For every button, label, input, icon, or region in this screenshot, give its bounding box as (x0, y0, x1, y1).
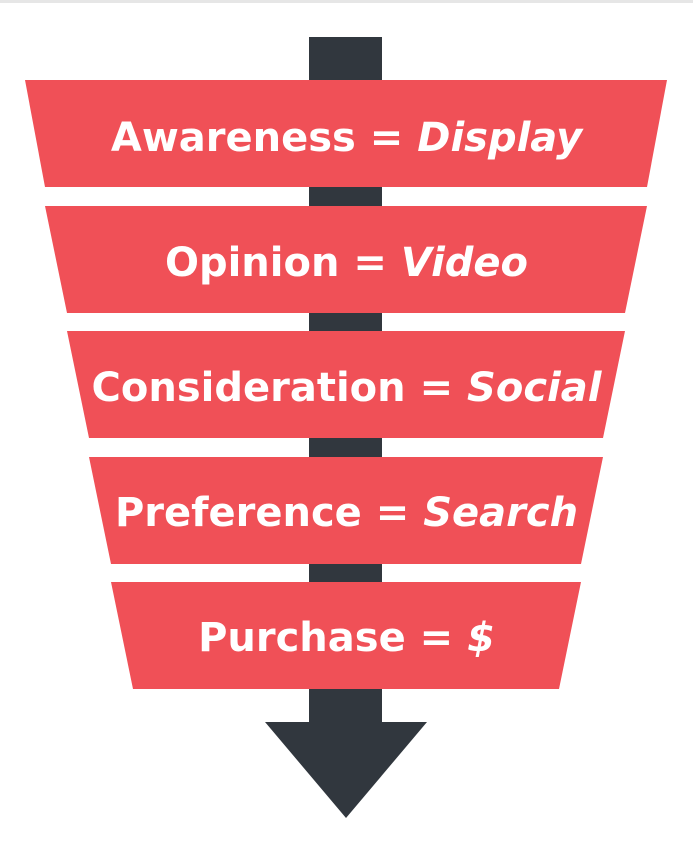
stage-term: Awareness (110, 115, 356, 161)
arrow-head (265, 722, 427, 818)
funnel-band-awareness (25, 80, 667, 187)
stage-term: Purchase (198, 615, 406, 661)
stage-label-preference: Preference = Search (0, 493, 693, 533)
stage-channel: Video (400, 240, 529, 286)
stage-channel: $ (467, 615, 495, 661)
stage-term: Consideration (91, 365, 406, 411)
equals-sign: = (375, 490, 410, 536)
funnel-band-purchase (111, 582, 581, 689)
stage-label-consideration: Consideration = Social (0, 368, 693, 408)
stage-term: Preference (114, 490, 362, 536)
stage-channel: Display (417, 115, 583, 161)
top-divider (0, 0, 693, 3)
stage-label-opinion: Opinion = Video (0, 243, 693, 283)
equals-sign: = (419, 365, 454, 411)
stage-term: Opinion (164, 240, 340, 286)
stage-label-purchase: Purchase = $ (0, 618, 693, 658)
funnel-band-consideration (67, 331, 625, 438)
stage-channel: Search (423, 490, 579, 536)
equals-sign: = (369, 115, 404, 161)
stage-channel: Social (467, 365, 602, 411)
equals-sign: = (353, 240, 387, 286)
funnel-band-preference (89, 457, 603, 564)
funnel-band-opinion (45, 206, 647, 313)
equals-sign: = (419, 615, 454, 661)
stage-label-awareness: Awareness = Display (0, 118, 693, 158)
